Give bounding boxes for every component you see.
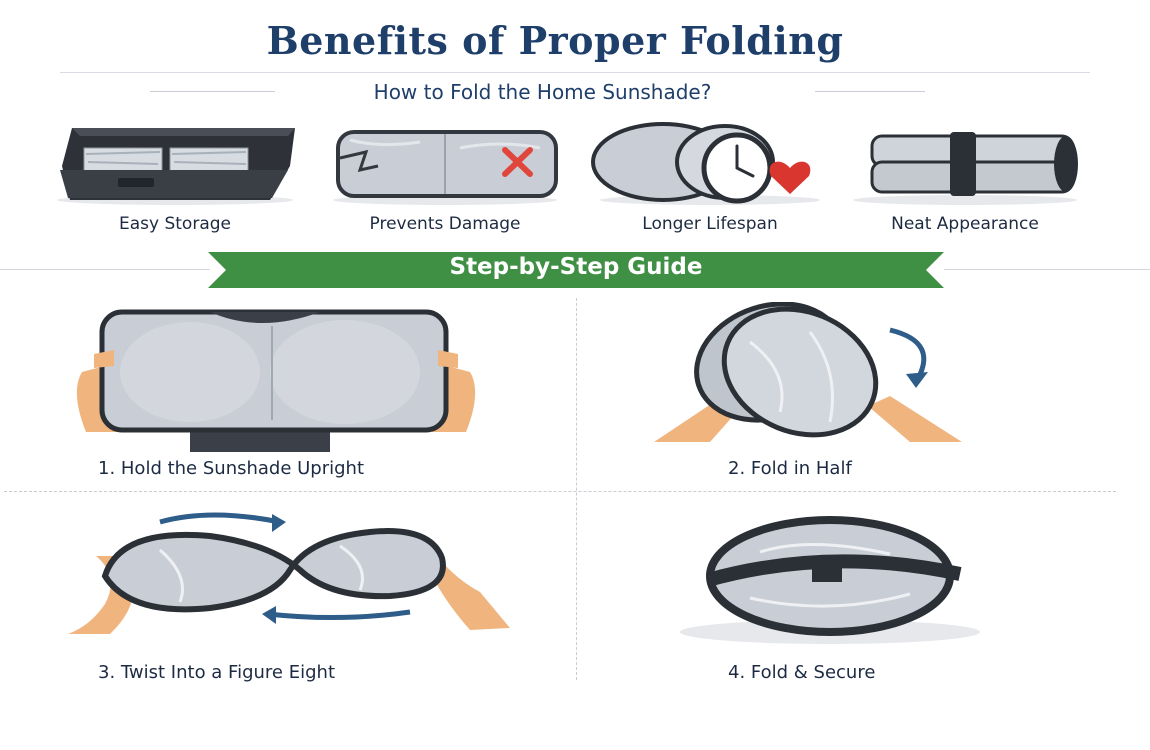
guide-banner-row: Step-by-Step Guide [0,250,1150,290]
step-caption: 2. Fold in Half [728,458,852,479]
clock-heart-icon [591,122,820,205]
guide-banner-ribbon [208,252,944,288]
benefit-label: Easy Storage [119,214,231,234]
step-4-fold-secure: 4. Fold & Secure [590,506,1150,696]
step-caption: 4. Fold & Secure [728,662,876,683]
damaged-sunshade-icon [333,130,558,205]
sunshade-fold-half-illustration [654,302,962,442]
banner-rule-left [0,269,210,270]
page-title: Benefits of Proper Folding [266,18,844,63]
sunshade-figure-eight-illustration [68,512,510,634]
banner-rule-right [944,269,1150,270]
benefit-longer-lifespan: Longer Lifespan [585,118,835,248]
subtitle-rule-left [150,91,275,92]
benefit-neat-appearance: Neat Appearance [840,118,1090,248]
sunshade-upright-illustration [76,309,476,452]
step-1-hold-upright: 1. Hold the Sunshade Upright [10,302,570,492]
subtitle-rule-right [815,91,925,92]
rolled-sunshade-icon [853,132,1078,205]
sunshade-secured-illustration [680,516,980,644]
storage-box-icon [57,128,295,205]
subtitle-row: How to Fold the Home Sunshade? [0,76,1150,106]
benefit-label: Prevents Damage [369,214,521,234]
step-3-figure-eight: 3. Twist Into a Figure Eight [10,506,570,696]
step-caption: 1. Hold the Sunshade Upright [98,458,365,479]
step-2-fold-half: 2. Fold in Half [590,302,1150,492]
steps-vertical-divider [576,298,577,680]
benefit-label: Neat Appearance [891,214,1039,234]
title-divider [60,72,1090,73]
step-caption: 3. Twist Into a Figure Eight [98,662,335,683]
benefit-easy-storage: Easy Storage [50,118,300,248]
benefit-prevents-damage: Prevents Damage [320,118,570,248]
subtitle: How to Fold the Home Sunshade? [373,80,712,104]
benefit-label: Longer Lifespan [642,214,778,234]
guide-banner-label: Step-by-Step Guide [449,254,703,280]
steps-horizontal-divider [4,491,1116,492]
